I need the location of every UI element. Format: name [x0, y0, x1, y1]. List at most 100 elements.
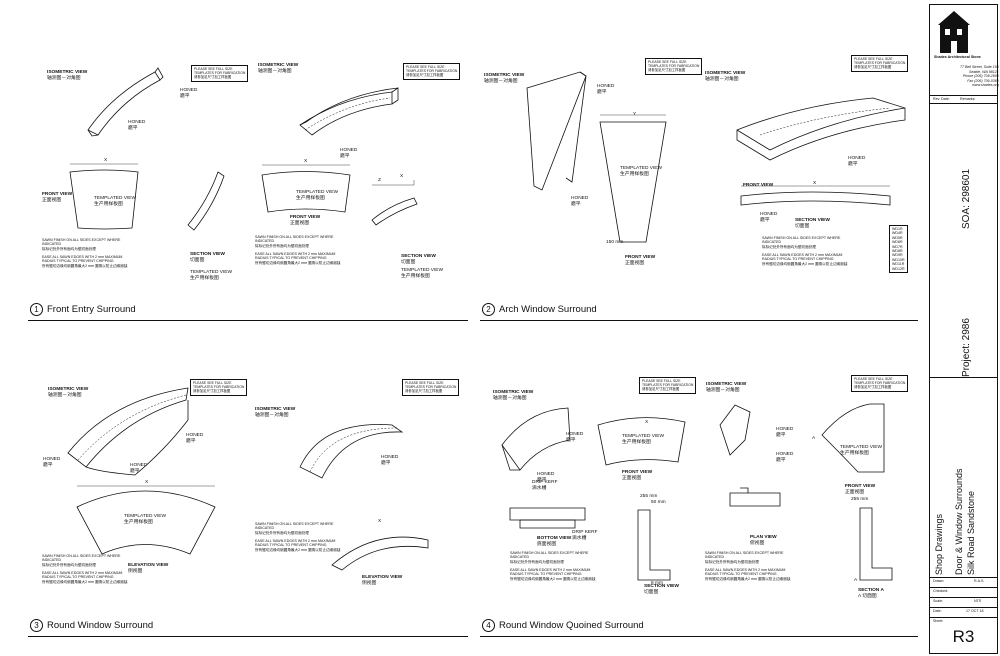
- dim-y: Y: [633, 112, 637, 117]
- finish-note: SAWN FINISH ON ALL SIDES EXCEPT WHERE IN…: [510, 551, 596, 581]
- part-id: WD1R: [892, 227, 903, 231]
- dim-x: X: [400, 174, 404, 179]
- template-stamp: PLEASE SEE FULL SIZE TEMPLATES FOR FABRI…: [190, 379, 248, 396]
- scale-value: NTS: [974, 599, 982, 603]
- viewport-underline: [480, 320, 918, 321]
- dim-z: Z: [378, 178, 381, 183]
- date-value: 17 OCT 18: [966, 609, 984, 613]
- viewport-name: Round Window Quoined Surround: [499, 620, 644, 631]
- viewport-number: 4: [482, 619, 495, 632]
- part-id: WD9R: [892, 253, 903, 258]
- dim-x: X: [813, 181, 817, 186]
- soa-number: SOA: 298601: [961, 168, 972, 229]
- template-stamp: PLEASE SEE FULL SIZE TEMPLATES FOR FABRI…: [851, 55, 909, 72]
- firm-address: 77 Bell Street, Suite 150 Seattle, WA 98…: [960, 65, 999, 88]
- part-id: WD5R: [892, 235, 903, 240]
- checked-label: Checked:: [933, 589, 949, 593]
- finish-note: SAWN FINISH ON ALL SIDES EXCEPT WHERE IN…: [255, 235, 341, 265]
- viewport-underline: [480, 636, 918, 637]
- template-stamp: PLEASE SEE FULL SIZE TEMPLATES FOR FABRI…: [191, 65, 249, 82]
- viewport-title-2: 2 Arch Window Surround: [482, 303, 597, 316]
- viewport-number: 1: [30, 303, 43, 316]
- sheet-type: Shop Drawings: [934, 513, 944, 575]
- rev-date-label: Rev. Date:: [933, 97, 950, 101]
- dim-8: 8 mm: [651, 581, 663, 586]
- viewport-name: Round Window Surround: [47, 620, 154, 631]
- template-stamp: PLEASE SEE FULL SIZE TEMPLATES FOR FABRI…: [403, 63, 461, 80]
- finish-note: SAWN FINISH ON ALL SIDES EXCEPT WHERE IN…: [42, 554, 128, 584]
- firm-logo-icon: [938, 11, 970, 53]
- viewport-title-4: 4 Round Window Quoined Surround: [482, 619, 644, 632]
- viewport-underline: [28, 320, 468, 321]
- sheet-description: Door & Window Surrounds: [954, 468, 964, 575]
- template-stamp: PLEASE SEE FULL SIZE TEMPLATES FOR FABRI…: [645, 58, 703, 75]
- dim-x: X: [304, 159, 308, 164]
- firm-name: Shades Architectural Stone: [934, 55, 981, 59]
- drawn-label: Drawn:: [933, 579, 945, 583]
- remarks-label: Remarks:: [960, 97, 976, 101]
- part-id: WD10R: [892, 257, 905, 262]
- template-stamp: PLEASE SEE FULL SIZE TEMPLATES FOR FABRI…: [851, 375, 909, 392]
- project-number: Project: 2986: [961, 318, 972, 377]
- finish-note: SAWN FINISH ON ALL SIDES EXCEPT WHERE IN…: [705, 551, 791, 581]
- dim-150: 150 mm: [606, 240, 624, 245]
- part-id: WD7R: [892, 244, 903, 249]
- sheet-label: Sheet:: [933, 619, 944, 623]
- part-id: WD11R: [892, 262, 905, 267]
- dim-255: 255 mm: [851, 497, 869, 502]
- title-block: Shades Architectural Stone 77 Bell Stree…: [929, 4, 999, 654]
- part-id: WD4R: [892, 231, 903, 236]
- dim-x: X: [104, 158, 108, 163]
- date-label: Date:: [933, 609, 942, 613]
- part-id: WD8R: [892, 249, 903, 254]
- finish-note: SAWN FINISH ON ALL SIDES EXCEPT WHERE IN…: [762, 236, 848, 266]
- dim-x: X: [645, 420, 649, 425]
- dim-a: A: [812, 436, 816, 441]
- viewport-title-3: 3 Round Window Surround: [30, 619, 153, 632]
- viewport-number: 3: [30, 619, 43, 632]
- dim-x: X: [145, 480, 149, 485]
- template-stamp: PLEASE SEE FULL SIZE TEMPLATES FOR FABRI…: [639, 377, 697, 394]
- scale-label: Scale:: [933, 599, 943, 603]
